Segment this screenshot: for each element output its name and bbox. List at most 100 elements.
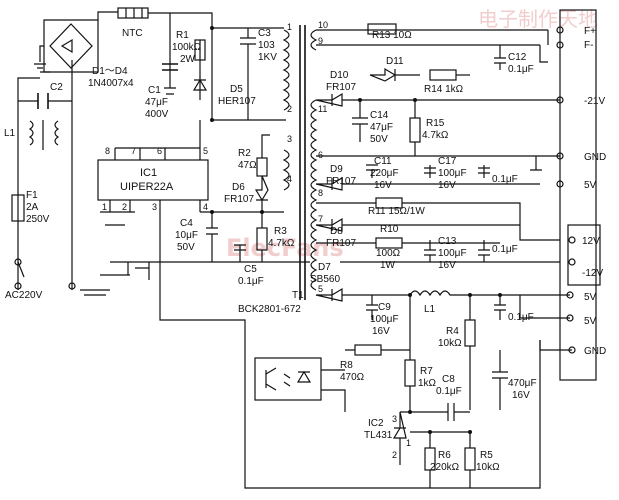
r5-name: R5 (480, 450, 493, 461)
out-12v: 12V (582, 236, 600, 247)
r2-name: R2 (238, 148, 251, 159)
c14-voltage: 50V (370, 134, 388, 145)
r10-value: 100Ω (376, 248, 401, 259)
f1-voltage: 250V (26, 214, 50, 225)
r6-value: 220kΩ (430, 462, 460, 473)
t1-pin11: 11 (318, 104, 327, 114)
transformer-t1 (282, 25, 318, 300)
d11-name: D11 (386, 56, 404, 67)
c17-name: C17 (438, 156, 457, 167)
c4-value: 10μF (175, 230, 198, 241)
c9-name: C9 (378, 302, 391, 313)
ic1-name: IC1 (140, 167, 157, 179)
ic1-viper22a (97, 120, 246, 380)
out-5v-top: 5V (584, 180, 597, 191)
out-gnd-bottom: GND (584, 346, 606, 357)
ic1-pin8: 8 (105, 146, 110, 156)
c11-name: C11 (374, 156, 392, 167)
r7-name: R7 (420, 366, 433, 377)
c5-name: C5 (244, 264, 257, 275)
r10-power: 1W (380, 260, 396, 271)
r14-label: R14 1kΩ (424, 84, 464, 95)
d9-part: FR107 (326, 176, 356, 187)
t1-part: BCK2801-672 (238, 304, 301, 315)
c12-value: 0.1μF (508, 64, 534, 75)
ic1-pin5: 5 (203, 146, 208, 156)
c13-value: 100μF (438, 248, 467, 259)
r13-label: R13 10Ω (372, 30, 412, 41)
c01a-value: 0.1μF (492, 174, 518, 185)
r4-name: R4 (446, 326, 459, 337)
c1-voltage: 400V (145, 109, 169, 120)
ic2-name: IC2 (368, 418, 384, 429)
ic1-pin2: 2 (122, 202, 127, 212)
ic1-part: UIPER22A (120, 181, 174, 193)
c9-value: 100μF (370, 314, 399, 325)
ic2-pin1: 1 (406, 438, 411, 448)
ic1-pin4: 4 (203, 202, 208, 212)
c1-name: C1 (148, 85, 161, 96)
watermark: 电子制作天地 ElecFans (226, 7, 598, 262)
c11-voltage: 16V (374, 180, 392, 191)
r7-value: 1kΩ (418, 378, 437, 389)
r6-name: R6 (438, 450, 451, 461)
c4-voltage: 50V (177, 242, 195, 253)
bridge-part: 1N4007x4 (88, 78, 134, 89)
r2-value: 47Ω (238, 160, 257, 171)
ac-input-label: AC220V (5, 290, 43, 301)
out-minus21v: -21V (584, 96, 605, 107)
d5-part: HER107 (218, 96, 256, 107)
c13-voltage: 16V (438, 260, 456, 271)
ic1-pin7: 7 (131, 146, 136, 156)
r11-label: R11 15Ω/1W (368, 206, 425, 217)
c2-label: C2 (50, 82, 63, 93)
ntc-label: NTC (122, 28, 143, 39)
r1-name: R1 (176, 30, 189, 41)
output-connector (559, 9, 601, 381)
r4-value: 10kΩ (438, 338, 462, 349)
c17-value: 100μF (438, 168, 467, 179)
out-fplus: F+ (584, 26, 596, 37)
t1-pin9: 9 (318, 36, 323, 46)
optocoupler (254, 357, 346, 412)
c3-voltage: 1KV (258, 52, 277, 63)
c17-voltage: 16V (438, 180, 456, 191)
c8-value: 0.1μF (436, 386, 462, 397)
t1-pin2: 2 (287, 104, 292, 114)
d7-part: SB560 (310, 274, 340, 285)
labels: AC220V F1 2A 250V L1 C2 D1～D4 1N4007x4 N… (4, 20, 606, 473)
t1-pin8: 8 (318, 188, 323, 198)
d8-name: D8 (330, 226, 343, 237)
t1-pin5: 5 (318, 284, 323, 294)
r8-value: 470Ω (340, 372, 365, 383)
f1-label: F1 (26, 190, 38, 201)
d5-name: D5 (230, 84, 243, 95)
c1-value: 47μF (145, 97, 168, 108)
out-fminus: F- (584, 40, 593, 51)
svg-text:ElecFans: ElecFans (226, 234, 344, 262)
f1-rating: 2A (26, 202, 39, 213)
c3-value: 103 (258, 40, 275, 51)
d10-part: FR107 (326, 82, 356, 93)
ac-input-section (11, 60, 76, 290)
d6-name: D6 (232, 182, 245, 193)
t1-pin1: 1 (287, 22, 292, 32)
c01b-value: 0.1μF (492, 244, 518, 255)
ic1-pin1: 1 (102, 202, 107, 212)
out-minus12v: -12V (582, 268, 603, 279)
r1-power: 2W (180, 54, 196, 65)
t1-pin7: 7 (318, 214, 323, 224)
d6-part: FR107 (224, 194, 254, 205)
c01c-value: 0.1μF (508, 312, 534, 323)
c470-value: 470μF (508, 378, 537, 389)
c3-name: C3 (258, 28, 271, 39)
c4-name: C4 (180, 218, 193, 229)
ic2-part: TL431 (364, 430, 393, 441)
svg-text:电子制作天地: 电子制作天地 (478, 7, 598, 31)
l1-output-label: L1 (424, 304, 436, 315)
ic2-pin3: 3 (392, 414, 397, 424)
t1-name: T1 (292, 290, 304, 301)
c14-name: C14 (370, 110, 389, 121)
r5-value: 10kΩ (476, 462, 500, 473)
